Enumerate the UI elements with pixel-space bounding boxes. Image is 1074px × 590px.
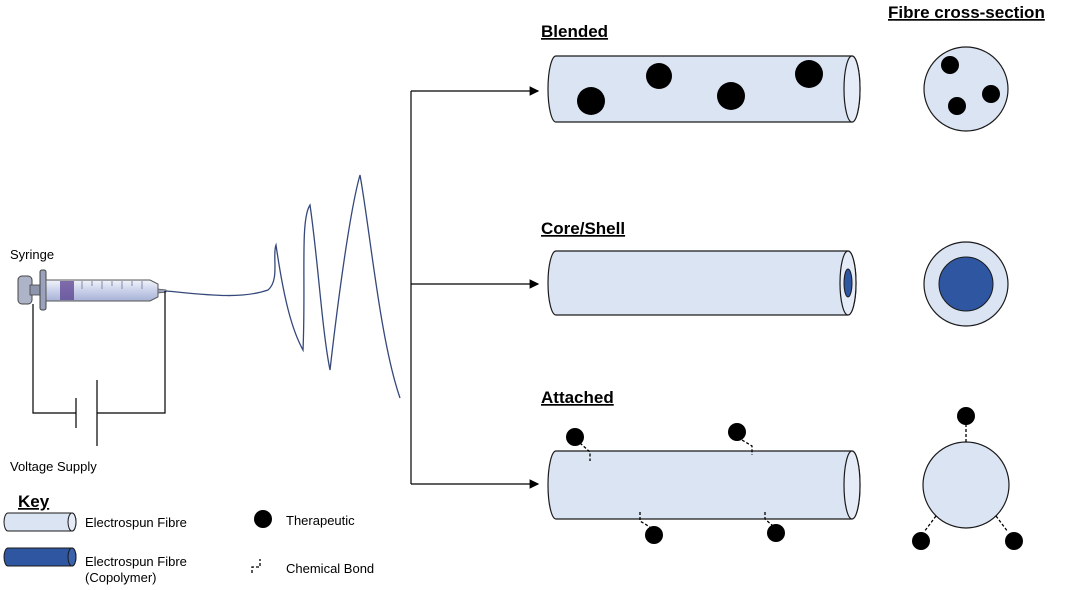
therapeutic-particle bbox=[957, 407, 975, 425]
therapeutic-particle bbox=[941, 56, 959, 74]
key-electrospun-fibre-label: Electrospun Fibre bbox=[85, 515, 187, 530]
key: Key Electrospun Fibre Electrospun Fibre … bbox=[3, 492, 374, 585]
core-shell-fibre bbox=[547, 250, 857, 316]
heading-fibre-cross-section: Fibre cross-section bbox=[888, 3, 1045, 22]
therapeutic-particle bbox=[645, 526, 663, 544]
attached-cross-section bbox=[912, 407, 1023, 550]
key-copolymer-label-line1: Electrospun Fibre bbox=[85, 554, 187, 569]
heading-core-shell: Core/Shell bbox=[541, 219, 625, 238]
attached-fibre bbox=[547, 423, 861, 544]
therapeutic-particle bbox=[717, 82, 745, 110]
key-title: Key bbox=[18, 492, 50, 511]
electrospinning-jet bbox=[165, 174, 401, 399]
key-copolymer-swatch bbox=[3, 547, 77, 567]
therapeutic-particle bbox=[646, 63, 672, 89]
voltage-circuit bbox=[32, 291, 166, 446]
blended-fibre bbox=[547, 55, 861, 123]
core-shell-cross-section bbox=[923, 241, 1009, 327]
therapeutic-particle bbox=[982, 85, 1000, 103]
heading-blended: Blended bbox=[541, 22, 608, 41]
therapeutic-particle bbox=[767, 524, 785, 542]
key-chemical-bond-swatch bbox=[251, 559, 261, 573]
key-copolymer-label-line2: (Copolymer) bbox=[85, 570, 157, 585]
therapeutic-particle bbox=[577, 87, 605, 115]
key-fibre-swatch bbox=[3, 512, 77, 532]
chemical-bond bbox=[923, 424, 1009, 533]
therapeutic-particle bbox=[948, 97, 966, 115]
voltage-supply-label: Voltage Supply bbox=[10, 459, 97, 474]
therapeutic-particle bbox=[912, 532, 930, 550]
key-therapeutic-swatch bbox=[254, 510, 272, 528]
therapeutic-particle bbox=[566, 428, 584, 446]
heading-attached: Attached bbox=[541, 388, 614, 407]
therapeutic-particle bbox=[1005, 532, 1023, 550]
therapeutic-particle bbox=[795, 60, 823, 88]
syringe-label: Syringe bbox=[10, 247, 54, 262]
key-therapeutic-label: Therapeutic bbox=[286, 513, 355, 528]
therapeutic-particle bbox=[728, 423, 746, 441]
syringe: Syringe bbox=[10, 247, 167, 311]
blended-cross-section bbox=[923, 46, 1009, 132]
chemical-bond bbox=[579, 439, 774, 528]
branch-connector bbox=[410, 86, 540, 489]
key-chemical-bond-label: Chemical Bond bbox=[286, 561, 374, 576]
